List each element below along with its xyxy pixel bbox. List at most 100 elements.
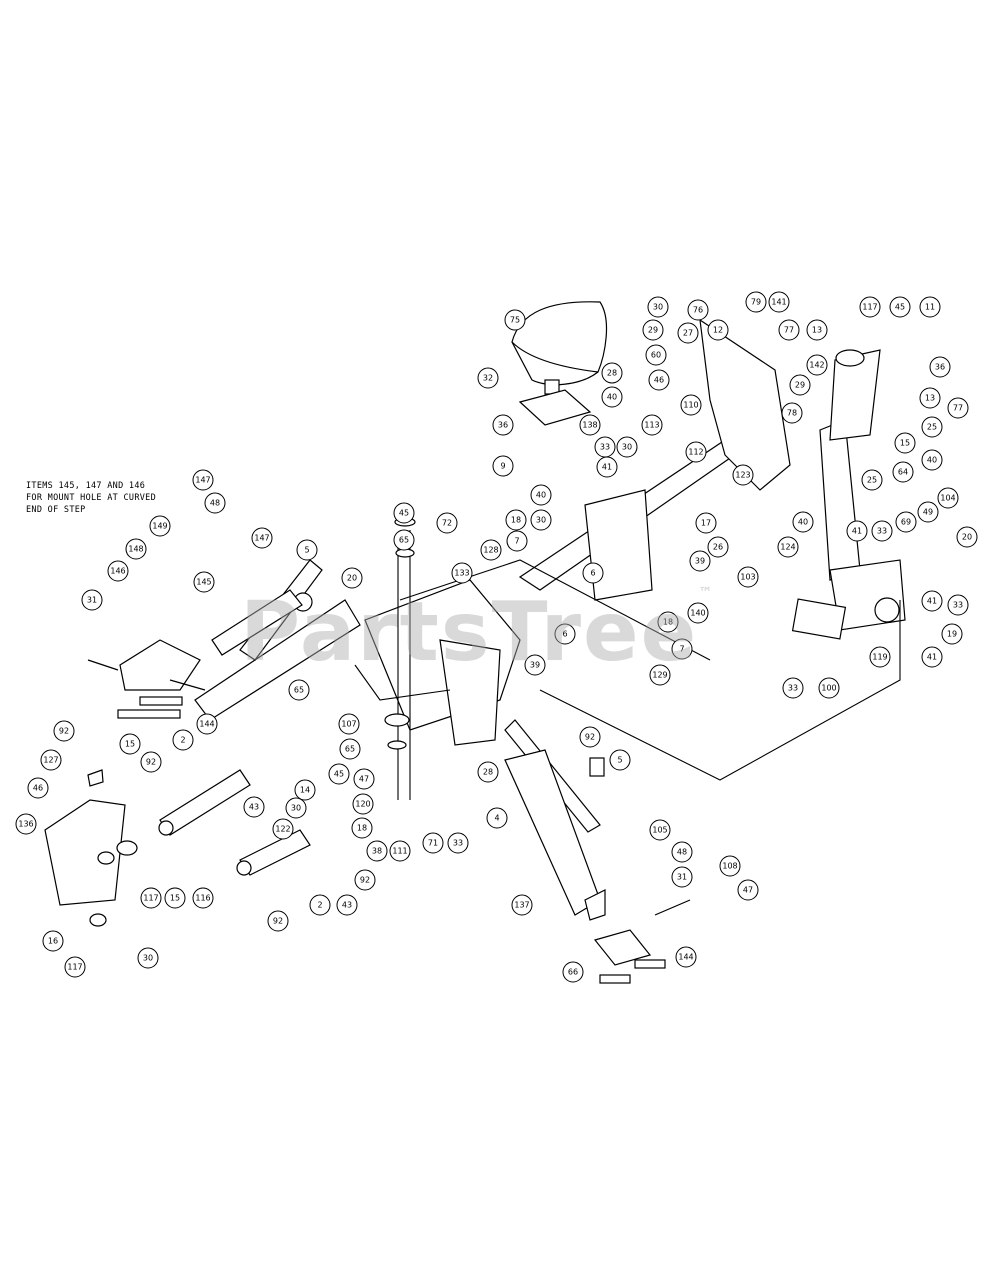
- callout-number: 12: [713, 326, 723, 335]
- callout-balloon: 117: [140, 887, 162, 909]
- callout-number: 66: [568, 968, 578, 977]
- callout-circle: [929, 356, 951, 378]
- callout-circle: [781, 402, 803, 424]
- callout-number: 147: [195, 476, 210, 485]
- callout-balloon: 32: [477, 367, 499, 389]
- callout-number: 137: [514, 901, 529, 910]
- callout-balloon: 120: [352, 793, 374, 815]
- callout-number: 30: [653, 303, 663, 312]
- callout-circle: [341, 567, 363, 589]
- callout-balloon: 28: [601, 362, 623, 384]
- callout-circle: [645, 344, 667, 366]
- callout-number: 47: [359, 775, 369, 784]
- callout-number: 15: [900, 439, 910, 448]
- callout-balloon: 144: [196, 713, 218, 735]
- callout-number: 100: [821, 684, 836, 693]
- callout-number: 107: [341, 720, 356, 729]
- callout-number: 78: [787, 409, 797, 418]
- callout-circle: [921, 449, 943, 471]
- callout-balloon: 145: [193, 571, 215, 593]
- callout-number: 40: [927, 456, 937, 465]
- callout-number: 5: [304, 546, 309, 555]
- callout-circle: [846, 520, 868, 542]
- callout-circle: [524, 654, 546, 676]
- callout-balloon: 39: [524, 654, 546, 676]
- callout-balloon: 13: [806, 319, 828, 341]
- callout-number: 11: [925, 303, 935, 312]
- callout-number: 40: [607, 393, 617, 402]
- callout-circle: [492, 414, 514, 436]
- callout-circle: [789, 374, 811, 396]
- callout-circle: [53, 720, 75, 742]
- callout-balloon: 18: [351, 817, 373, 839]
- callout-balloon: 92: [53, 720, 75, 742]
- callout-balloon: 40: [601, 386, 623, 408]
- callout-number: 116: [195, 894, 210, 903]
- callout-number: 40: [536, 491, 546, 500]
- callout-number: 113: [644, 421, 659, 430]
- callout-balloon: 29: [642, 319, 664, 341]
- callout-number: 104: [940, 494, 955, 503]
- callout-circle: [285, 797, 307, 819]
- callout-number: 27: [683, 329, 693, 338]
- callout-number: 39: [530, 661, 540, 670]
- callout-number: 46: [33, 784, 43, 793]
- callout-number: 46: [654, 376, 664, 385]
- callout-balloon: 47: [737, 879, 759, 901]
- callout-balloon: 92: [579, 726, 601, 748]
- callout-balloon: 7: [506, 530, 528, 552]
- callout-circle: [641, 414, 663, 436]
- callout-circle: [492, 455, 514, 477]
- callout-balloon: 18: [505, 509, 527, 531]
- callout-circle: [649, 664, 671, 686]
- callout-circle: [480, 539, 502, 561]
- callout-number: 20: [962, 533, 972, 542]
- callout-balloon: 147: [192, 469, 214, 491]
- callout-number: 103: [740, 573, 755, 582]
- callout-circle: [941, 623, 963, 645]
- callout-number: 14: [300, 786, 310, 795]
- callout-balloon: 14: [294, 779, 316, 801]
- callout-balloon: 33: [947, 594, 969, 616]
- callout-balloon: 17: [695, 512, 717, 534]
- callout-circle: [596, 456, 618, 478]
- callout-number: 41: [602, 463, 612, 472]
- callout-balloon: 46: [27, 777, 49, 799]
- callout-balloon: 138: [579, 414, 601, 436]
- callout-circle: [947, 397, 969, 419]
- callout-balloon: 142: [806, 354, 828, 376]
- callout-number: 9: [500, 462, 505, 471]
- callout-number: 111: [392, 847, 407, 856]
- callout-number: 110: [683, 401, 698, 410]
- callout-balloon: 108: [719, 855, 741, 877]
- callout-balloon: 105: [649, 819, 671, 841]
- callout-balloon: 12: [707, 319, 729, 341]
- callout-balloon: 25: [921, 416, 943, 438]
- callout-number: 64: [898, 468, 908, 477]
- callout-balloon: 15: [164, 887, 186, 909]
- callout-balloon: 64: [892, 461, 914, 483]
- callout-number: 2: [180, 736, 185, 745]
- callout-circle: [657, 611, 679, 633]
- callout-number: 141: [771, 298, 786, 307]
- callout-balloon: 104: [937, 487, 959, 509]
- callout-balloon: 38: [366, 840, 388, 862]
- callout-balloon: 117: [64, 956, 86, 978]
- callout-number: 7: [514, 537, 519, 546]
- callout-number: 39: [695, 557, 705, 566]
- callout-balloon: 127: [40, 749, 62, 771]
- callout-number: 33: [788, 684, 798, 693]
- callout-balloon: 41: [921, 590, 943, 612]
- callout-number: 18: [663, 618, 673, 627]
- callout-balloon: 30: [137, 947, 159, 969]
- callout-circle: [351, 817, 373, 839]
- callout-number: 112: [688, 448, 703, 457]
- callout-circle: [422, 832, 444, 854]
- callout-number: 36: [498, 421, 508, 430]
- callout-circle: [677, 322, 699, 344]
- callout-circle: [436, 512, 458, 534]
- callout-number: 128: [483, 546, 498, 555]
- callout-balloon: 119: [869, 646, 891, 668]
- callout-number: 5: [617, 756, 622, 765]
- callout-number: 60: [651, 351, 661, 360]
